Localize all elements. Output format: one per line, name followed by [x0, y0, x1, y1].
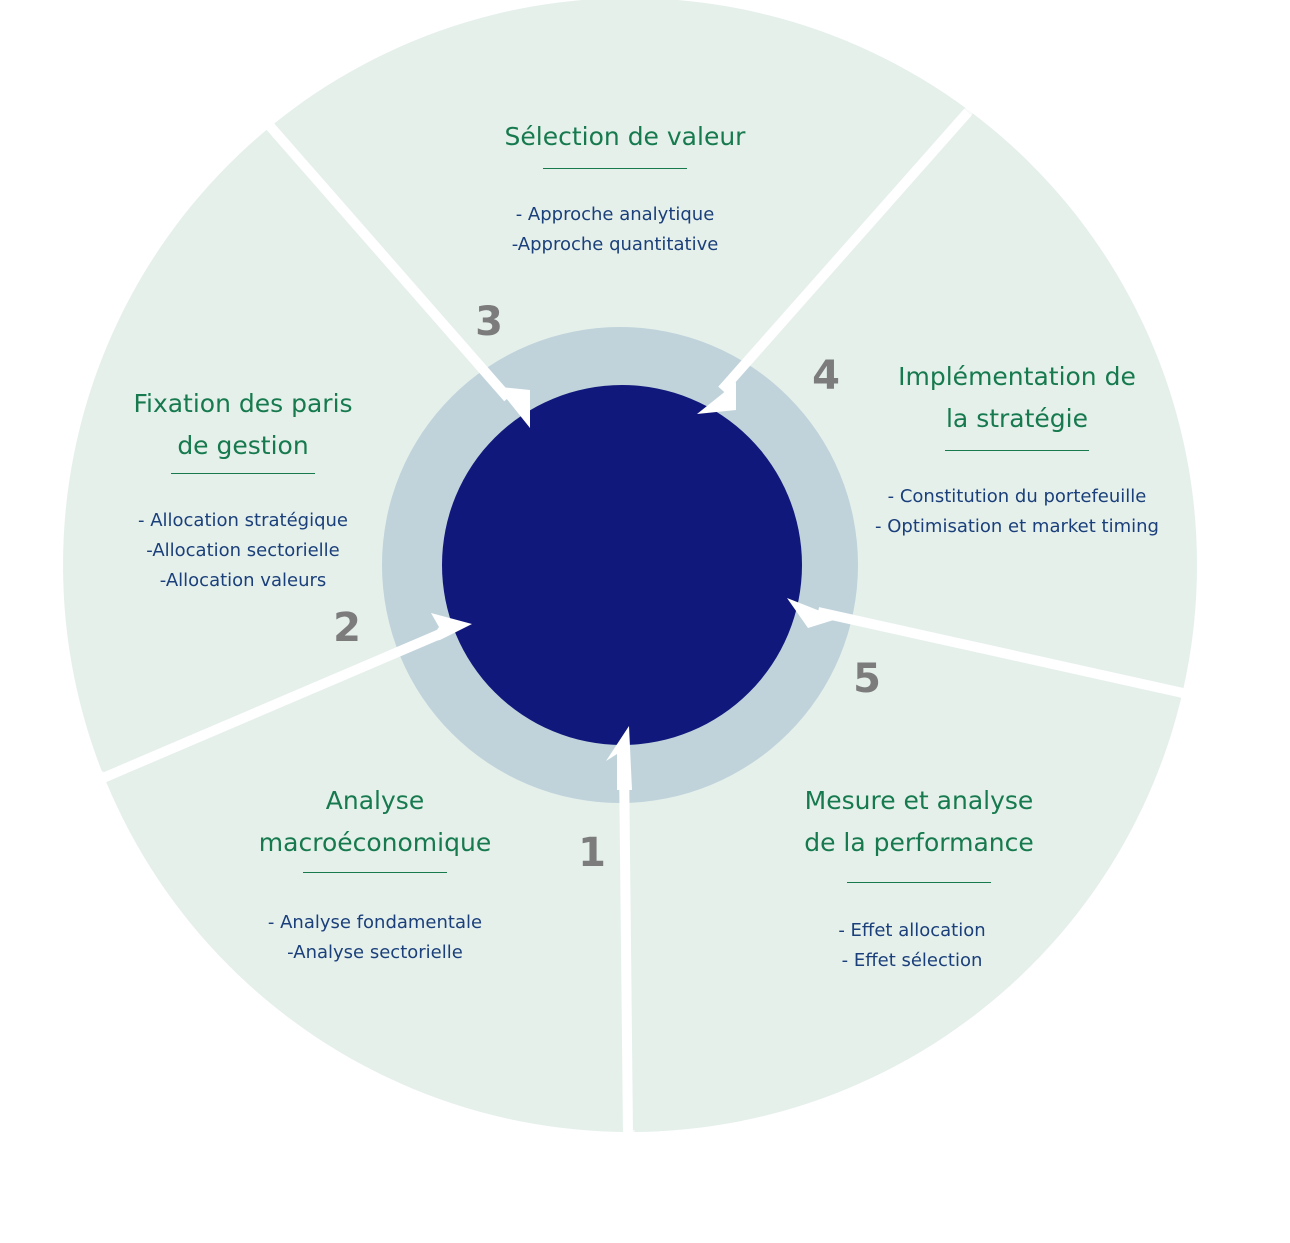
list-item: - Constitution du portefeuille — [887, 486, 1147, 507]
arrow-2-head — [428, 613, 472, 642]
arrow-3-shaft — [264, 120, 512, 402]
list-item: -Allocation sectorielle — [146, 540, 340, 561]
arrow-1-head — [606, 726, 632, 790]
center-circle — [442, 385, 802, 745]
arrow-3-head — [500, 387, 530, 428]
arrow-extensions — [2, 32, 1289, 1240]
fixation-items: - Allocation stratégique -Allocation sec… — [93, 506, 393, 596]
step-number-2: 2 — [333, 605, 361, 651]
arrow-4-head — [697, 382, 736, 414]
list-item: - Allocation stratégique — [137, 510, 348, 531]
list-item: - Effet allocation — [838, 920, 986, 941]
arrow-2-shaft — [101, 629, 442, 783]
step-number-5: 5 — [853, 656, 881, 702]
arrow-4-shaft — [718, 108, 972, 394]
list-item: - Optimisation et market timing — [875, 516, 1159, 537]
fixation-underline — [171, 473, 315, 474]
analyse-underline — [303, 872, 447, 873]
selection-items: - Approche analytique -Approche quantita… — [425, 200, 805, 260]
analyse-items: - Analyse fondamentale -Analyse sectorie… — [225, 908, 525, 968]
arrow-heads — [428, 382, 840, 790]
selection-underline — [543, 168, 687, 169]
list-item: - Approche analytique — [515, 204, 715, 225]
arrow-5-head — [787, 598, 840, 628]
mesure-underline — [847, 882, 991, 883]
list-item: - Analyse fondamentale — [267, 912, 483, 933]
fixation-title: Fixation des paris de gestion — [133, 389, 353, 460]
implementation-underline — [945, 450, 1089, 451]
implementation-title: Implémentation de la stratégie — [898, 362, 1136, 433]
arrow-5-shaft — [816, 607, 1185, 698]
mesure-items: - Effet allocation - Effet sélection — [759, 916, 1065, 976]
analyse-title: Analyse macroéconomique — [258, 786, 492, 857]
selection-title: Sélection de valeur — [504, 122, 746, 151]
step-number-1: 1 — [578, 830, 606, 876]
list-item: -Allocation valeurs — [159, 570, 327, 591]
step-number-3: 3 — [475, 299, 503, 345]
arrow-1-shaft — [619, 759, 633, 1136]
list-item: - Effet sélection — [841, 950, 983, 971]
mesure-title: Mesure et analyse de la performance — [804, 786, 1034, 857]
list-item: -Approche quantitative — [511, 234, 719, 255]
step-number-4: 4 — [812, 353, 840, 399]
arrow-shafts — [101, 108, 1185, 1136]
implementation-items: - Constitution du portefeuille - Optimis… — [857, 482, 1177, 542]
list-item: -Analyse sectorielle — [287, 942, 463, 963]
